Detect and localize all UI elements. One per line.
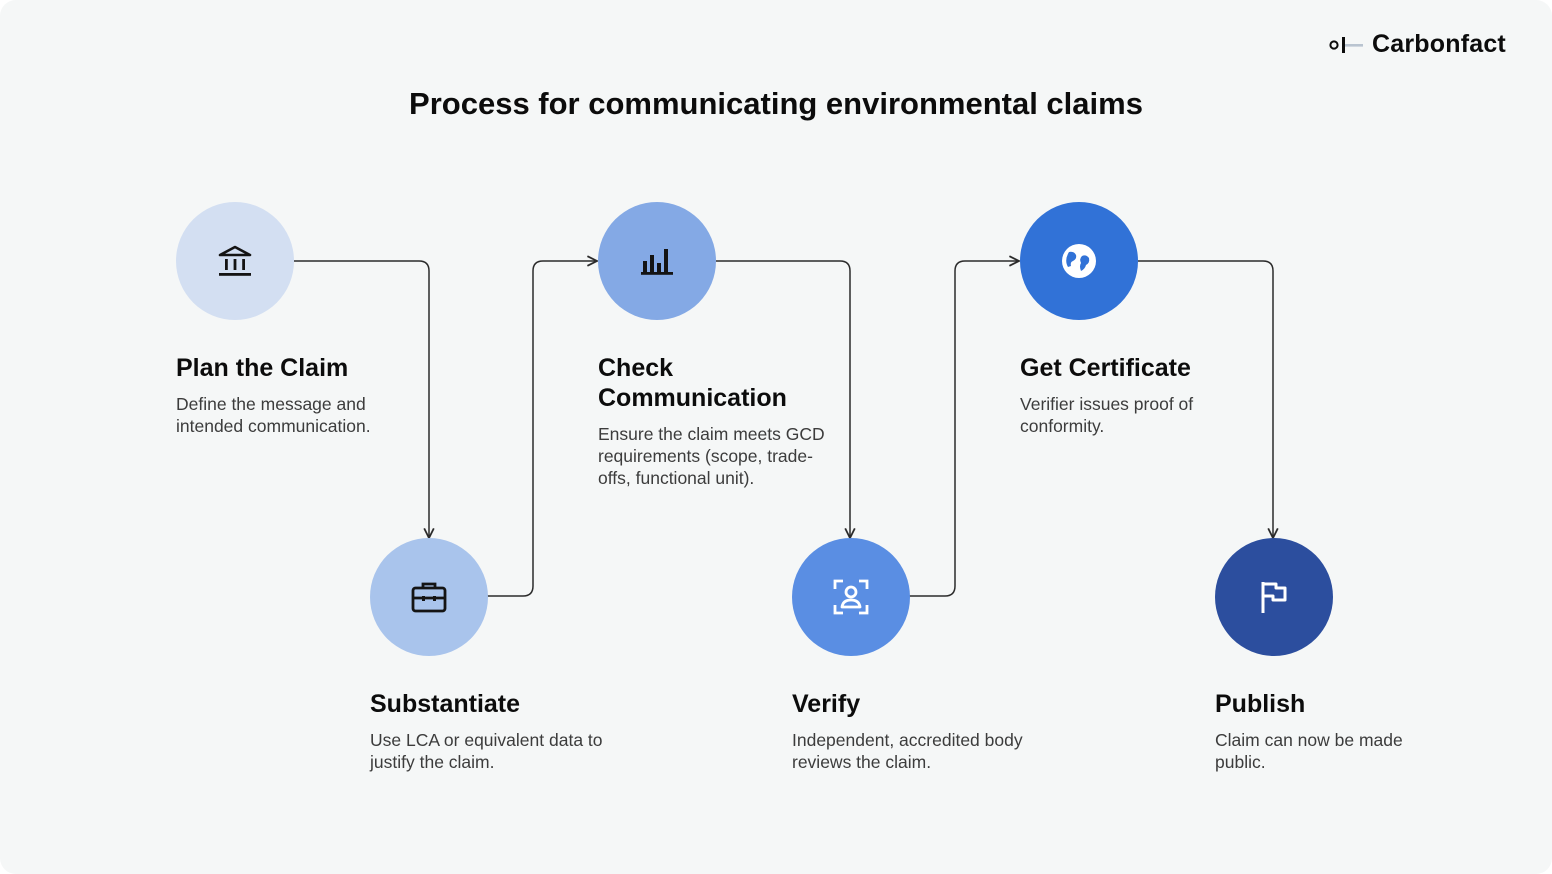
step-circle [1215, 538, 1333, 656]
step-description: Independent, accredited body reviews the… [792, 730, 1023, 772]
connector-check-to-verify [716, 260, 850, 538]
step-title: Verify [792, 690, 861, 718]
step-title: Get Certificate [1020, 354, 1191, 382]
step-description: Claim can now be made public. [1215, 730, 1403, 772]
step-publish: Publish Claim can now be made public. [1215, 538, 1465, 773]
step-title: Publish [1215, 690, 1306, 718]
diagram-title: Process for communicating environmental … [409, 86, 1143, 121]
step-substantiate: Substantiate Use LCA or equivalent data … [370, 538, 620, 773]
connector-certificate-to-publish [1138, 260, 1273, 538]
step-description: Verifier issues proof of conformity. [1020, 394, 1194, 436]
step-plan-the-claim: Plan the Claim Define the message and in… [176, 202, 426, 437]
brand: Carbonfact [1328, 30, 1506, 59]
step-description: Ensure the claim meets GCD requirements … [598, 424, 825, 488]
step-description: Define the message and intended communic… [176, 394, 371, 436]
step-title: Plan the Claim [176, 354, 349, 382]
step-check-communication: Check Communication Ensure the claim mee… [598, 202, 848, 489]
bank-icon [218, 245, 252, 276]
connector-substantiate-to-check [487, 261, 597, 597]
step-verify: Verify Independent, accredited body revi… [792, 538, 1042, 773]
user-scan-icon [833, 579, 869, 615]
bar-chart-icon [641, 249, 673, 275]
step-circle [1020, 202, 1138, 320]
step-circle [176, 202, 294, 320]
connector-plan-to-substantiate [294, 260, 429, 538]
step-get-certificate: Get Certificate Verifier issues proof of… [1020, 202, 1270, 437]
step-description: Use LCA or equivalent data to justify th… [370, 730, 603, 772]
step-circle [792, 538, 910, 656]
globe-icon [1062, 244, 1096, 278]
briefcase-icon [411, 582, 447, 613]
step-circle [598, 202, 716, 320]
step-circle [370, 538, 488, 656]
carbonfact-logo-icon [1329, 36, 1363, 53]
step-title: Check Communication [598, 354, 787, 412]
flag-icon [1261, 582, 1287, 613]
brand-name: Carbonfact [1372, 30, 1506, 58]
step-title: Substantiate [370, 690, 521, 718]
connector-verify-to-certificate [909, 261, 1019, 597]
